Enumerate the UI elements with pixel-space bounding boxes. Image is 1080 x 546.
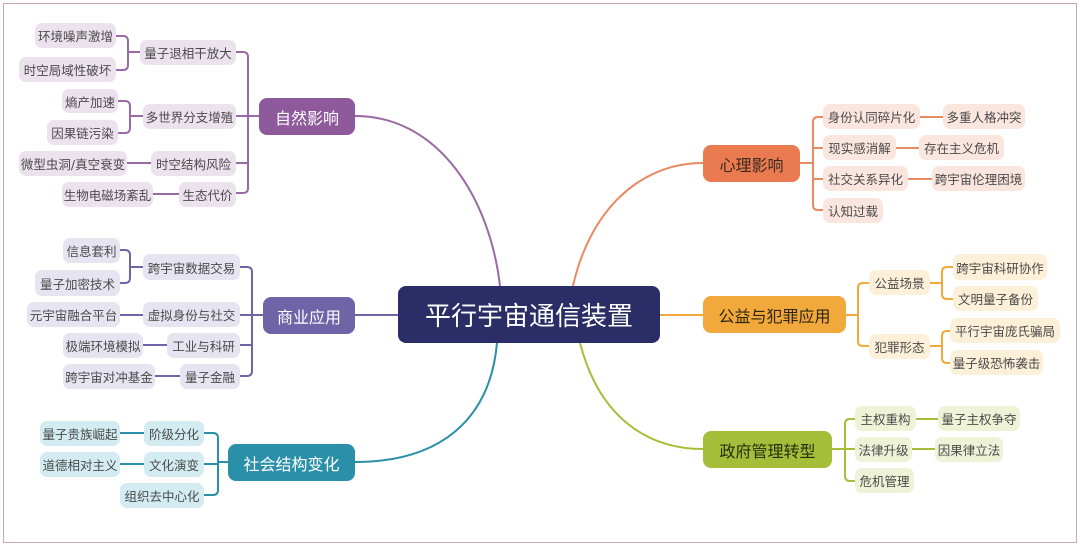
leaf-topic[interactable]: 跨宇宙伦理困境	[932, 166, 1025, 191]
branch-psychology[interactable]: 心理影响	[703, 145, 800, 182]
leaf-topic[interactable]: 极端环境模拟	[63, 333, 143, 358]
leaf-topic[interactable]: 量子级恐怖袭击	[950, 350, 1043, 375]
connector-government	[579, 342, 704, 450]
branch-public-crime[interactable]: 公益与犯罪应用	[703, 296, 846, 333]
diagram-frame	[3, 3, 1077, 543]
leaf-topic[interactable]: 道德相对主义	[40, 452, 120, 477]
leaf-topic[interactable]: 量子贵族崛起	[40, 421, 120, 446]
leaf-topic[interactable]: 存在主义危机	[919, 135, 1004, 160]
connector-society	[354, 342, 498, 463]
leaf-topic[interactable]: 因果律立法	[935, 437, 1003, 462]
subtopic[interactable]: 虚拟身份与社交	[143, 302, 240, 327]
leaf-topic[interactable]: 平行宇宙庞氏骗局	[950, 318, 1060, 343]
subtopic[interactable]: 文化演变	[144, 452, 204, 477]
subtopic[interactable]: 跨宇宙数据交易	[143, 254, 240, 280]
subtopic[interactable]: 身份认同碎片化	[823, 104, 920, 129]
subtopic[interactable]: 生态代价	[179, 182, 236, 207]
central-topic[interactable]: 平行宇宙通信装置	[398, 286, 660, 343]
leaf-topic[interactable]: 因果链污染	[47, 120, 118, 145]
leaf-topic[interactable]: 时空局域性破坏	[19, 57, 116, 82]
subtopic[interactable]: 认知过载	[823, 198, 883, 223]
subtopic[interactable]: 组织去中心化	[120, 483, 204, 508]
subtopic[interactable]: 多世界分支增殖	[143, 104, 236, 129]
subtopic[interactable]: 主权重构	[855, 406, 916, 431]
leaf-topic[interactable]: 量子主权争夺	[938, 406, 1020, 431]
branch-government[interactable]: 政府管理转型	[703, 431, 832, 468]
subtopic[interactable]: 时空结构风险	[151, 151, 236, 176]
subtopic[interactable]: 法律升级	[855, 437, 912, 462]
subtopic[interactable]: 工业与科研	[167, 333, 240, 358]
subtopic[interactable]: 犯罪形态	[869, 334, 930, 359]
branch-society[interactable]: 社会结构变化	[228, 444, 355, 481]
leaf-topic[interactable]: 多重人格冲突	[943, 104, 1025, 129]
leaf-topic[interactable]: 环境噪声激增	[35, 23, 116, 48]
subtopic[interactable]: 量子金融	[180, 364, 240, 389]
subtopic[interactable]: 量子退相干放大	[140, 40, 236, 65]
leaf-topic[interactable]: 量子加密技术	[35, 270, 120, 296]
connector-psychology	[572, 162, 704, 287]
subtopic[interactable]: 公益场景	[869, 270, 930, 295]
subtopic[interactable]: 现实感消解	[823, 135, 896, 160]
branch-business[interactable]: 商业应用	[263, 297, 355, 334]
leaf-topic[interactable]: 跨宇宙科研协作	[953, 254, 1047, 280]
subtopic[interactable]: 危机管理	[855, 468, 914, 493]
branch-nature[interactable]: 自然影响	[259, 98, 355, 135]
subtopic[interactable]: 社交关系异化	[823, 166, 908, 191]
leaf-topic[interactable]: 跨宇宙对冲基金	[63, 364, 155, 389]
connector-nature	[354, 115, 501, 287]
leaf-topic[interactable]: 熵产加速	[62, 89, 118, 113]
leaf-topic[interactable]: 生物电磁场紊乱	[62, 182, 153, 207]
leaf-topic[interactable]: 文明量子备份	[953, 286, 1038, 311]
leaf-topic[interactable]: 元宇宙融合平台	[27, 302, 120, 327]
subtopic[interactable]: 阶级分化	[144, 421, 204, 446]
leaf-topic[interactable]: 信息套利	[63, 238, 120, 263]
leaf-topic[interactable]: 微型虫洞/真空衰变	[19, 151, 127, 176]
